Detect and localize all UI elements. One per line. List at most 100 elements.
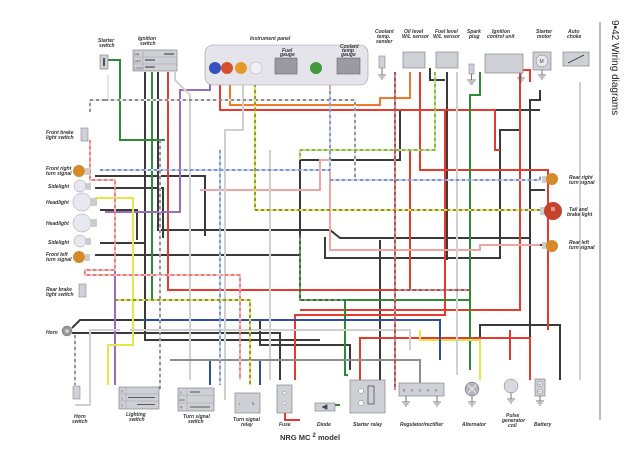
wire-white (224, 78, 244, 400)
label-turn-switch-2: switch (188, 419, 204, 425)
wire-blue (209, 359, 261, 385)
horn-switch: Horn switch (72, 385, 88, 425)
label-rear-brake-switch-2: light switch (46, 292, 74, 298)
horn: Horn (46, 325, 73, 337)
reg-terminal-b: B (403, 389, 405, 393)
wire-black (529, 90, 541, 380)
label-auto-choke: Auto (567, 29, 579, 35)
regulator-rectifier: B R G A A Regulator/rectifier (398, 382, 445, 428)
label-spark-plug-2: plug (468, 34, 480, 40)
wire-white-black-tracer (89, 99, 356, 180)
ignition-pos-lock: LOCK (134, 67, 144, 71)
label-alternator: Alternator (461, 422, 487, 428)
label-sidelight-top: Sidelight (48, 184, 69, 190)
label-auto-choke-2: choke (567, 34, 582, 40)
wire-black (72, 332, 281, 380)
label-diode: Diode (317, 422, 331, 428)
lighting-pos-0: 0 (121, 390, 123, 394)
relay-terminal-l: L (239, 402, 241, 406)
label-pulse-coil: Pulse (506, 413, 520, 419)
instrument-panel: Instrument panel Fuel gauge Coolant temp… (204, 36, 369, 86)
wires (71, 59, 581, 421)
label-lighting-switch: Lighting (126, 412, 146, 418)
label-starter-switch-2: switch (99, 43, 115, 49)
starter-motor: Starter motor M (532, 29, 553, 80)
label-ignition-switch-2: switch (140, 41, 156, 47)
model-caption-prefix: NRG MC (280, 433, 311, 442)
rear-brake-switch: Rear brake light switch (46, 283, 87, 298)
coolant-gauge-box (336, 57, 361, 75)
label-fuel-sensor-2: W/L sensor (433, 34, 461, 40)
wire-yellow-black-tracer (254, 72, 540, 211)
label-starter-motor: Starter (536, 29, 553, 35)
sidelight-top: Sidelight (48, 179, 91, 193)
wire-white (130, 329, 411, 350)
indicator-bulb-white (249, 61, 263, 75)
label-rear-left-turn-2: turn signal (569, 245, 595, 251)
label-front-brake-switch: Front brake (46, 130, 74, 136)
indicator-bulb-blue (209, 62, 221, 74)
label-tail-light-2: brake light (567, 212, 593, 218)
indicator-bulb-red (221, 62, 233, 74)
label-front-right-turn-2: turn signal (46, 171, 72, 177)
wire-white-black-tracer (74, 140, 161, 390)
label-front-left-turn-2: turn signal (46, 257, 72, 263)
wire-red-black-tracer (394, 72, 470, 390)
ignition-switch: Ignition switch ON OFF LOCK (132, 36, 178, 72)
label-coolant-gauge-2: temp (342, 48, 354, 54)
wire-red (167, 72, 411, 291)
ignition-pos-off: OFF (134, 60, 141, 64)
indicator-bulb-green (310, 62, 322, 74)
indicator-bulb-amber (235, 62, 247, 74)
label-front-left-turn: Front left (46, 252, 68, 258)
wire-white (174, 72, 191, 380)
turn-pos-r: R (180, 406, 183, 410)
wire-pink (329, 78, 540, 251)
tail-brake-light: Tail and brake light (540, 202, 593, 220)
label-fuel-gauge: Fuel (282, 48, 293, 54)
label-fuel-sensor: Fuel level (435, 29, 458, 35)
label-rear-left-turn: Rear left (569, 240, 589, 246)
wire-black (95, 175, 206, 236)
label-battery: Battery (534, 422, 551, 428)
rear-right-turn-signal: Rear right turn signal (542, 173, 595, 186)
fuse: Fuse (276, 384, 293, 428)
wire-grey (170, 359, 421, 385)
label-lighting-switch-2: switch (129, 417, 145, 423)
wire-green (151, 72, 270, 361)
ignition-control-unit: Ignition control unit (484, 29, 525, 83)
label-spark-plug: Spark (467, 29, 481, 35)
page-side-title: 9•42 Wiring diagrams (609, 20, 620, 115)
label-headlight-top: Headlight (46, 200, 69, 206)
label-starter-motor-2: motor (537, 34, 552, 40)
turn-pos-off: OFF (179, 398, 185, 402)
label-horn: Horn (46, 330, 58, 336)
label-oil-sensor-2: W/L sensor (402, 34, 430, 40)
model-caption-suffix: model (318, 433, 340, 442)
label-fuse: Fuse (279, 422, 291, 428)
battery-minus: − (538, 389, 541, 394)
reg-terminal-a2: A (435, 389, 438, 393)
label-headlight-bottom: Headlight (46, 221, 69, 227)
label-oil-sensor: Oil level (404, 29, 424, 35)
wire-red (294, 110, 446, 380)
label-horn-switch: Horn (74, 414, 86, 420)
label-front-right-turn: Front right (46, 166, 72, 172)
label-coolant-gauge: Coolant (340, 44, 359, 50)
label-rear-right-turn-2: turn signal (569, 180, 595, 186)
wire-yellow (95, 197, 134, 385)
turn-pos-l: L (180, 391, 182, 395)
wire-black (157, 72, 545, 239)
wire-green-black-tracer (299, 235, 347, 301)
label-icu-2: control unit (487, 34, 515, 40)
wire-black (100, 209, 138, 240)
pulse-generator-coil: Pulse generator coil (501, 378, 526, 429)
label-regulator: Regulator/rectifier (400, 422, 444, 428)
label-fuel-gauge-2: gauge (279, 52, 295, 58)
reg-terminal-a1: A (427, 389, 430, 393)
wire-yellow-black-tracer (115, 299, 251, 385)
turn-signal-switch: L OFF R Turn signal switch (177, 387, 215, 425)
label-turn-relay: Turn signal (233, 417, 260, 423)
label-starter-switch: Starter (98, 38, 115, 44)
battery-plus: + (538, 382, 541, 387)
